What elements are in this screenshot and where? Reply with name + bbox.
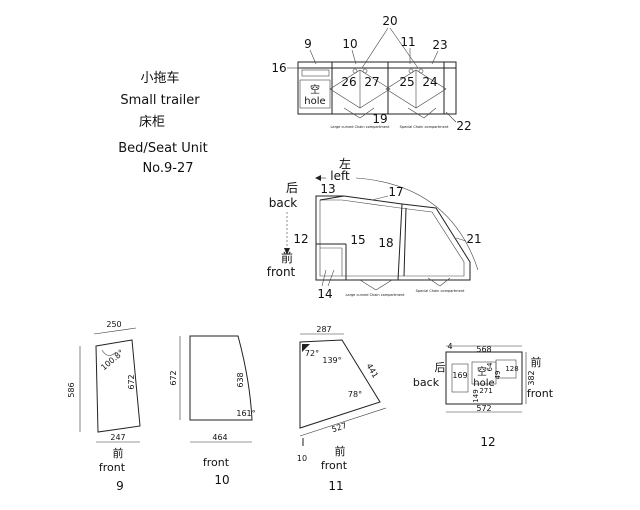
part12-hole-en: hole	[473, 378, 494, 389]
part-11-outline	[299, 339, 381, 429]
plan-note-left: Large curved Chain compartment	[345, 293, 405, 297]
part9-dim-top: 250	[106, 320, 121, 329]
plan-note-right: Special Chain compartment	[416, 289, 465, 293]
label-16: 16	[271, 61, 286, 75]
part11-dim-bottom: 527	[331, 421, 348, 434]
label-23: 23	[432, 38, 447, 52]
drawing-number: No.9-27	[142, 161, 193, 176]
part9-dim-bottom: 247	[110, 433, 125, 442]
top-hole-en: hole	[304, 96, 325, 107]
part9-dim-left: 586	[67, 382, 76, 397]
part12-dim-49: 49	[494, 371, 502, 380]
part-11: 287 441 527 72° 139° 78° 10 前 front 11	[297, 325, 387, 493]
part12-dim-64: 64	[486, 362, 494, 371]
plan-left-cn: 左	[339, 156, 351, 171]
part-12: 568 4 169 空 hole 64 49 128 271 149 382 5…	[413, 342, 554, 449]
part10-dim-right: 638	[236, 372, 245, 387]
plan-left-en: left	[330, 169, 350, 183]
part12-dim-149: 149	[472, 389, 480, 402]
part9-front-en: front	[99, 461, 126, 474]
part10-dim-bottom: 464	[212, 433, 227, 442]
part12-back-en: back	[413, 376, 440, 389]
part12-dim-128: 128	[505, 365, 518, 373]
part10-dim-left: 672	[169, 370, 178, 385]
plan-view: 左 left 后 back 前 front 13 17 12 15 18 21 …	[267, 156, 482, 301]
part9-dim-right: 672	[127, 374, 136, 389]
part12-dim-corner: 4	[447, 342, 452, 351]
label-12: 12	[293, 232, 308, 246]
part10-caption: 10	[214, 473, 229, 487]
top-note-left: Large curved Chain compartment	[330, 125, 390, 129]
label-25: 25	[399, 75, 414, 89]
label-11: 11	[400, 35, 415, 49]
part12-dim-169: 169	[452, 371, 467, 380]
plan-back-en: back	[269, 196, 298, 210]
label-14: 14	[317, 287, 332, 301]
part11-marker: 10	[297, 454, 307, 463]
part10-dim-angle: 161°	[236, 409, 255, 418]
label-27: 27	[364, 75, 379, 89]
top-view: 空 hole 26 27 25 24 9 10 20 11 23 16 19 2…	[271, 14, 471, 133]
plan-front-cn: 前	[281, 250, 293, 265]
part11-caption: 11	[328, 479, 343, 493]
label-19: 19	[372, 112, 387, 126]
label-20: 20	[382, 14, 397, 28]
part12-dim-top: 568	[476, 345, 491, 354]
label-22: 22	[456, 119, 471, 133]
part-10: 672 638 161° 464 front 10	[169, 335, 256, 487]
part-9-outline	[95, 339, 141, 433]
part12-back-cn: 后	[435, 361, 446, 374]
part12-front-en: front	[527, 387, 554, 400]
part-10-outline	[189, 335, 253, 421]
title-cn: 小拖车	[140, 70, 179, 86]
top-note-right: Special Chain compartment	[400, 125, 449, 129]
part11-angle-2: 139°	[322, 356, 341, 365]
title-block: 小拖车 Small trailer 床柜 Bed/Seat Unit No.9-…	[118, 70, 207, 176]
part12-caption: 12	[480, 435, 495, 449]
part-12-outline	[445, 351, 523, 405]
plan-front-en: front	[267, 265, 296, 279]
plan-outline	[315, 195, 471, 281]
part12-front-cn: 前	[531, 355, 542, 369]
part11-dim-top: 287	[316, 325, 331, 334]
label-21: 21	[466, 232, 481, 246]
part12-dim-right: 382	[527, 370, 536, 385]
part11-front-en: front	[321, 459, 348, 472]
title-en: Small trailer	[120, 93, 200, 108]
part9-front-cn: 前	[113, 446, 124, 460]
part9-caption: 9	[116, 479, 124, 493]
label-17: 17	[388, 185, 403, 199]
part11-front-cn: 前	[335, 444, 346, 458]
part12-hole-cn: 空	[477, 365, 487, 378]
part11-angle-3: 78°	[348, 390, 362, 399]
part12-dim-271: 271	[479, 387, 492, 395]
top-view-outline	[297, 61, 457, 115]
label-18: 18	[378, 236, 393, 250]
label-13: 13	[320, 182, 335, 196]
top-hole-cn: 空	[310, 83, 320, 96]
subtitle-en: Bed/Seat Unit	[118, 141, 207, 156]
part12-dim-bottom: 572	[476, 404, 491, 413]
subtitle-cn: 床柜	[139, 115, 165, 130]
label-10: 10	[342, 37, 357, 51]
label-9: 9	[304, 37, 312, 51]
part-9: 250 586 672 100.8° 247 前 front 9	[67, 320, 141, 493]
label-24: 24	[422, 75, 437, 89]
label-15: 15	[350, 233, 365, 247]
part11-dim-side: 441	[364, 362, 379, 380]
plan-back-cn: 后	[286, 181, 298, 195]
part11-angle-1: 72°	[305, 349, 319, 358]
part10-front-en: front	[203, 456, 230, 469]
label-26: 26	[341, 75, 356, 89]
